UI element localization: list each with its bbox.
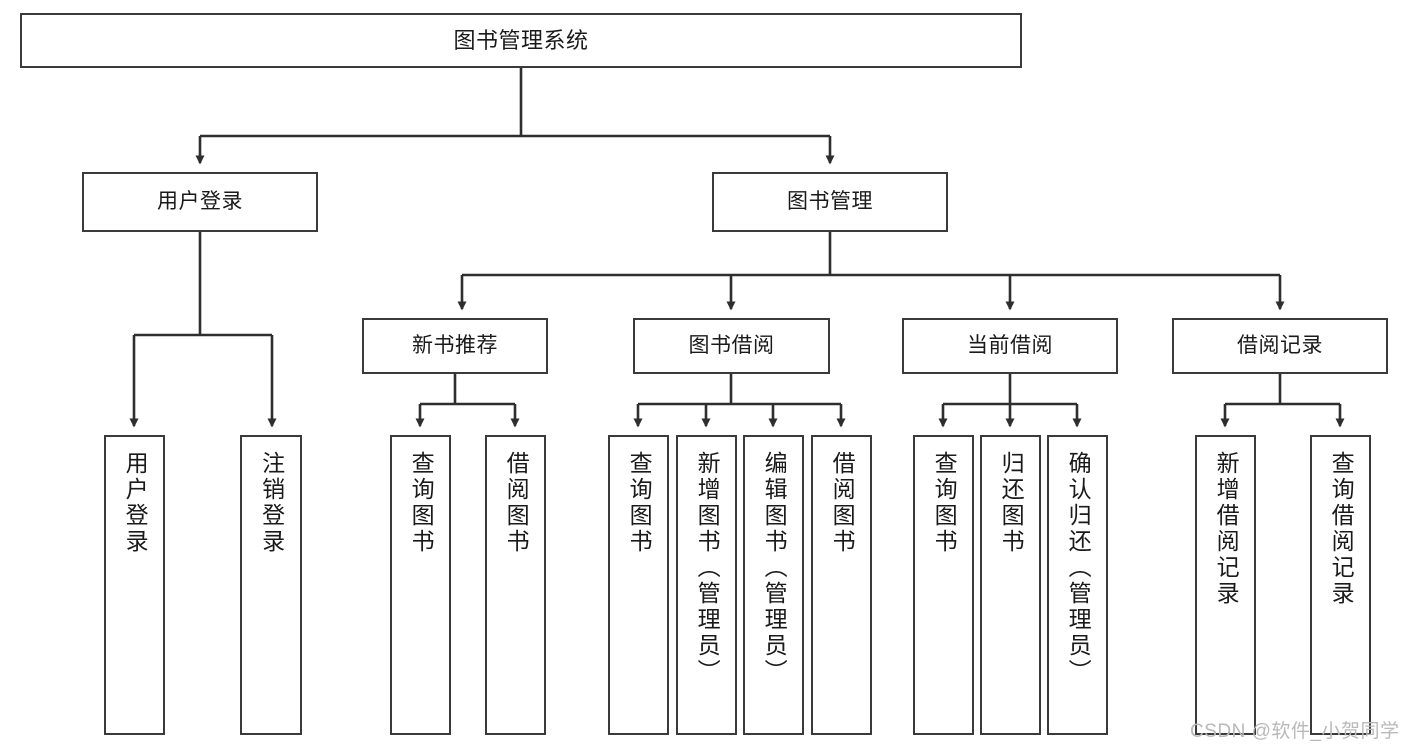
node-leaf-logout-label: 注销登录: [258, 451, 285, 555]
node-root[interactable]: 图书管理系统: [20, 13, 1022, 68]
node-user-login[interactable]: 用户登录: [82, 172, 318, 232]
watermark: CSDN @软件_小贺同学: [1190, 721, 1400, 742]
node-leaf-borrow-book-2[interactable]: 借阅图书: [811, 435, 872, 735]
node-leaf-query-book-1-label: 查询图书: [408, 451, 435, 555]
node-current-borrow-label: 当前借阅: [967, 333, 1053, 357]
node-leaf-add-book[interactable]: 新增图书（管理员）: [676, 435, 737, 735]
node-book-borrow[interactable]: 图书借阅: [633, 318, 830, 374]
node-current-borrow[interactable]: 当前借阅: [902, 318, 1118, 374]
node-leaf-return-book-label: 归还图书: [998, 451, 1025, 555]
node-leaf-logout[interactable]: 注销登录: [240, 435, 302, 735]
node-leaf-edit-book-label: 编辑图书（管理员）: [761, 451, 788, 685]
node-leaf-edit-book[interactable]: 编辑图书（管理员）: [743, 435, 804, 735]
node-leaf-query-record[interactable]: 查询借阅记录: [1310, 435, 1371, 735]
node-leaf-add-record-label: 新增借阅记录: [1213, 451, 1240, 607]
node-borrow-record[interactable]: 借阅记录: [1172, 318, 1388, 374]
node-leaf-confirm-return-label: 确认归还（管理员）: [1065, 451, 1092, 685]
node-book-manage[interactable]: 图书管理: [712, 172, 948, 232]
node-leaf-query-book-3[interactable]: 查询图书: [913, 435, 974, 735]
node-leaf-borrow-book-1[interactable]: 借阅图书: [485, 435, 546, 735]
node-leaf-borrow-book-2-label: 借阅图书: [829, 451, 856, 555]
node-leaf-query-record-label: 查询借阅记录: [1328, 451, 1355, 607]
node-leaf-user-login-label: 用户登录: [122, 451, 149, 555]
node-leaf-user-login[interactable]: 用户登录: [104, 435, 165, 735]
node-leaf-add-book-label: 新增图书（管理员）: [694, 451, 721, 685]
node-leaf-query-book-1[interactable]: 查询图书: [390, 435, 451, 735]
node-leaf-confirm-return[interactable]: 确认归还（管理员）: [1047, 435, 1108, 735]
node-user-login-label: 用户登录: [157, 189, 243, 213]
node-book-borrow-label: 图书借阅: [688, 333, 775, 357]
node-root-label: 图书管理系统: [453, 27, 589, 53]
node-leaf-query-book-2-label: 查询图书: [626, 451, 653, 555]
node-leaf-add-record[interactable]: 新增借阅记录: [1195, 435, 1256, 735]
node-borrow-record-label: 借阅记录: [1237, 333, 1323, 357]
node-leaf-query-book-2[interactable]: 查询图书: [608, 435, 669, 735]
node-new-book-recommend[interactable]: 新书推荐: [362, 318, 548, 374]
node-leaf-return-book[interactable]: 归还图书: [980, 435, 1041, 735]
node-new-book-recommend-label: 新书推荐: [412, 333, 498, 357]
node-leaf-borrow-book-1-label: 借阅图书: [503, 451, 530, 555]
node-book-manage-label: 图书管理: [787, 189, 873, 213]
node-leaf-query-book-3-label: 查询图书: [931, 451, 958, 555]
